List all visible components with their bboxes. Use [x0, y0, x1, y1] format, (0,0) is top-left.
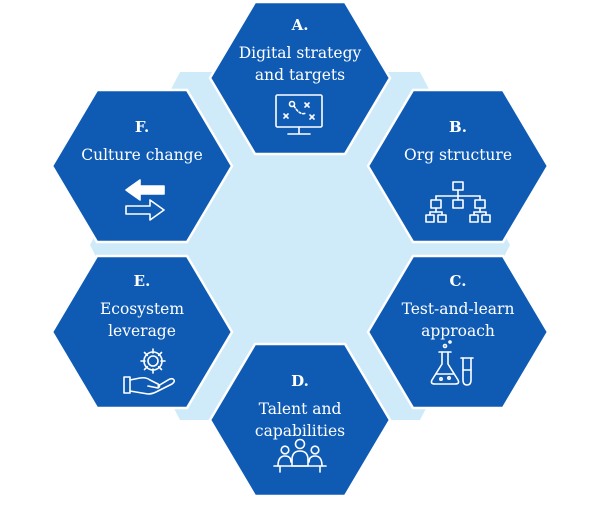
hexagon-f [50, 88, 234, 244]
hexagon-f-label: F. Culture change [67, 118, 217, 166]
hexagon-b-title: Org structure [403, 146, 512, 164]
team-icon [273, 438, 327, 473]
hexagon-f-title: Culture change [81, 146, 203, 164]
gear-hand-icon [123, 348, 176, 395]
lab-flask-icon [430, 340, 474, 386]
hexagon-a [208, 0, 392, 156]
hexagon-b-label: B. Org structure [383, 118, 533, 166]
strategy-board-icon [275, 94, 323, 135]
hexagon-c [366, 254, 550, 410]
hexagon-b [366, 88, 550, 244]
hexagon-e-letter: E. [133, 272, 151, 290]
hexagon-a-letter: A. [291, 16, 309, 34]
hexagon-d-letter: D. [291, 372, 309, 390]
exchange-arrows-icon [125, 179, 165, 221]
org-chart-icon [425, 181, 491, 223]
hexagon-e [50, 254, 234, 410]
hexagon-d [208, 342, 392, 498]
hexagon-b-letter: B. [449, 118, 467, 136]
hexagon-f-letter: F. [134, 118, 150, 136]
hexagon-c-letter: C. [449, 272, 467, 290]
